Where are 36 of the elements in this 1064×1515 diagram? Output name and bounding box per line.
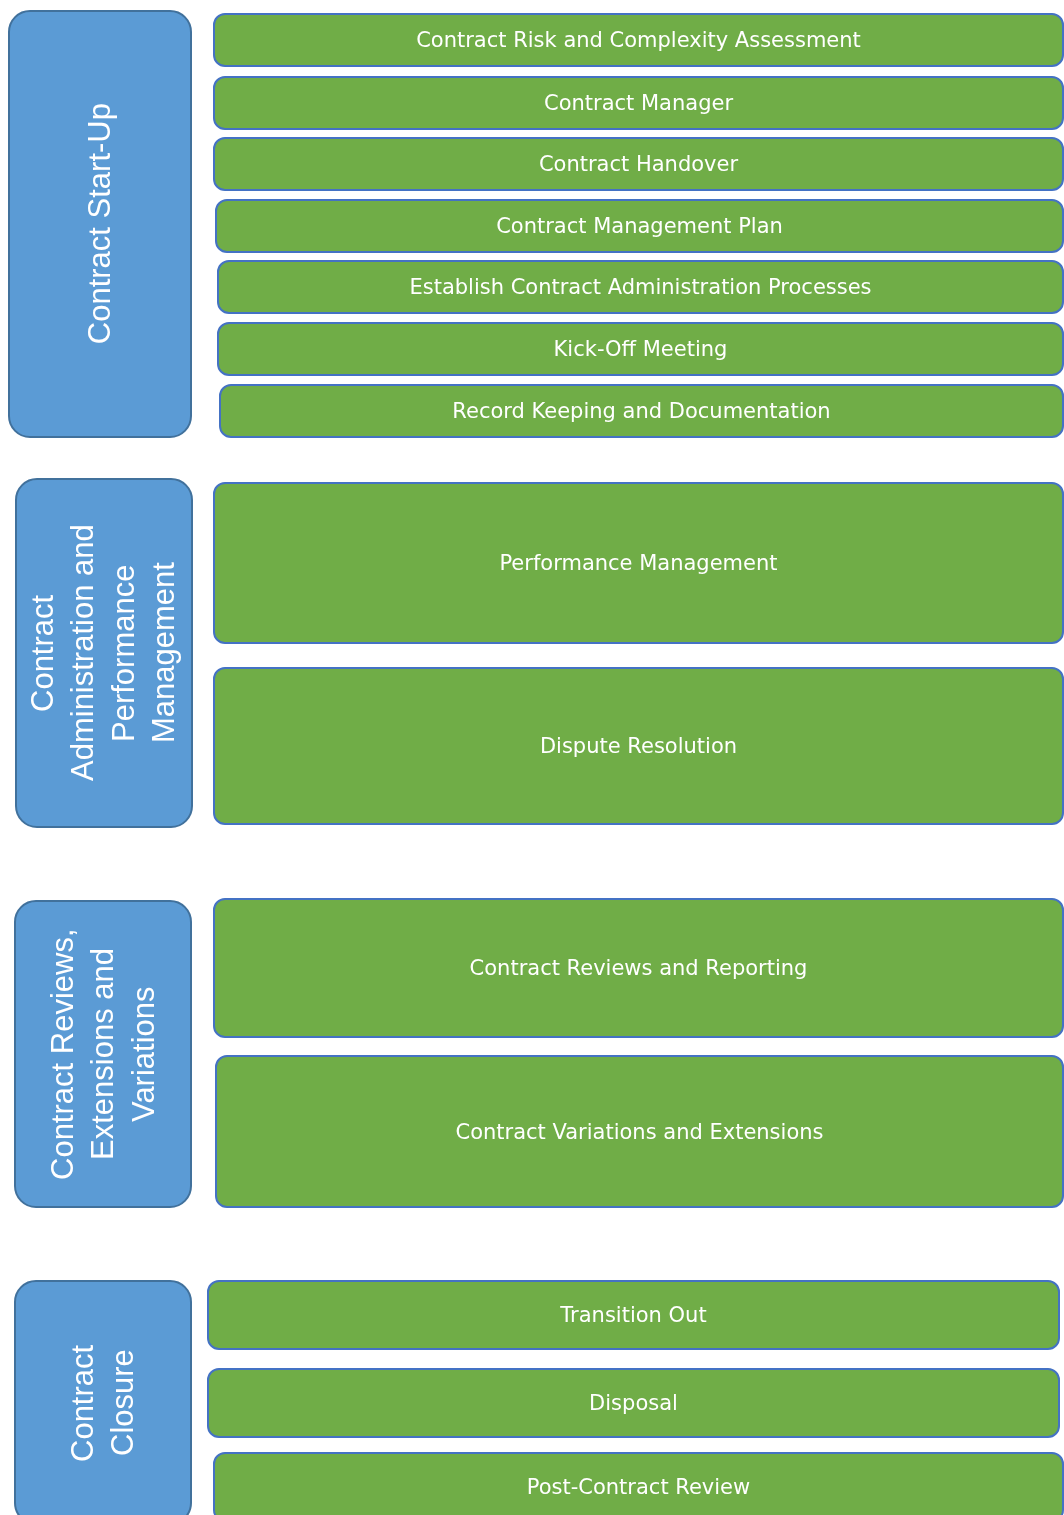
phase-title: Contract Reviews, Extensions and Variations [43,927,162,1182]
step-label: Contract Variations and Extensions [455,1119,824,1144]
step-label: Contract Management Plan [496,214,783,238]
step-label: Establish Contract Administration Processes [409,275,872,299]
step-box [213,482,1064,644]
step-label: Contract Manager [543,91,734,115]
step-box [217,260,1064,314]
phase-box [14,1280,192,1515]
step-label: Contract Handover [538,152,739,176]
phase-title: Contract Closure [63,1342,141,1464]
phase-box [8,10,192,438]
step-box [213,137,1064,191]
step-box [213,898,1064,1038]
step-box [219,384,1064,438]
step-label: Transition Out [560,1303,707,1327]
step-label: Contract Risk and Complexity Assessment [416,28,861,52]
phase-title: Contract Administration and Performance Management [24,523,183,784]
step-box [213,13,1064,67]
step-label: Contract Reviews and Reporting [469,956,808,980]
step-label: Record Keeping and Documentation [452,399,831,423]
step-label: Post-Contract Review [526,1475,751,1499]
phase-title: Contract Start-Up [80,103,118,345]
step-label: Dispute Resolution [539,734,738,758]
step-box [213,76,1064,130]
step-label: Kick-Off Meeting [553,337,728,361]
step-label: Disposal [589,1391,678,1415]
step-box [207,1280,1060,1350]
phase-box [15,478,193,828]
step-box [217,322,1064,376]
step-box [213,667,1064,825]
step-box [207,1368,1060,1438]
step-box [215,1055,1064,1208]
phase-box [14,900,192,1208]
step-box [215,199,1064,253]
step-label: Performance Management [499,551,778,575]
step-box [213,1452,1064,1515]
